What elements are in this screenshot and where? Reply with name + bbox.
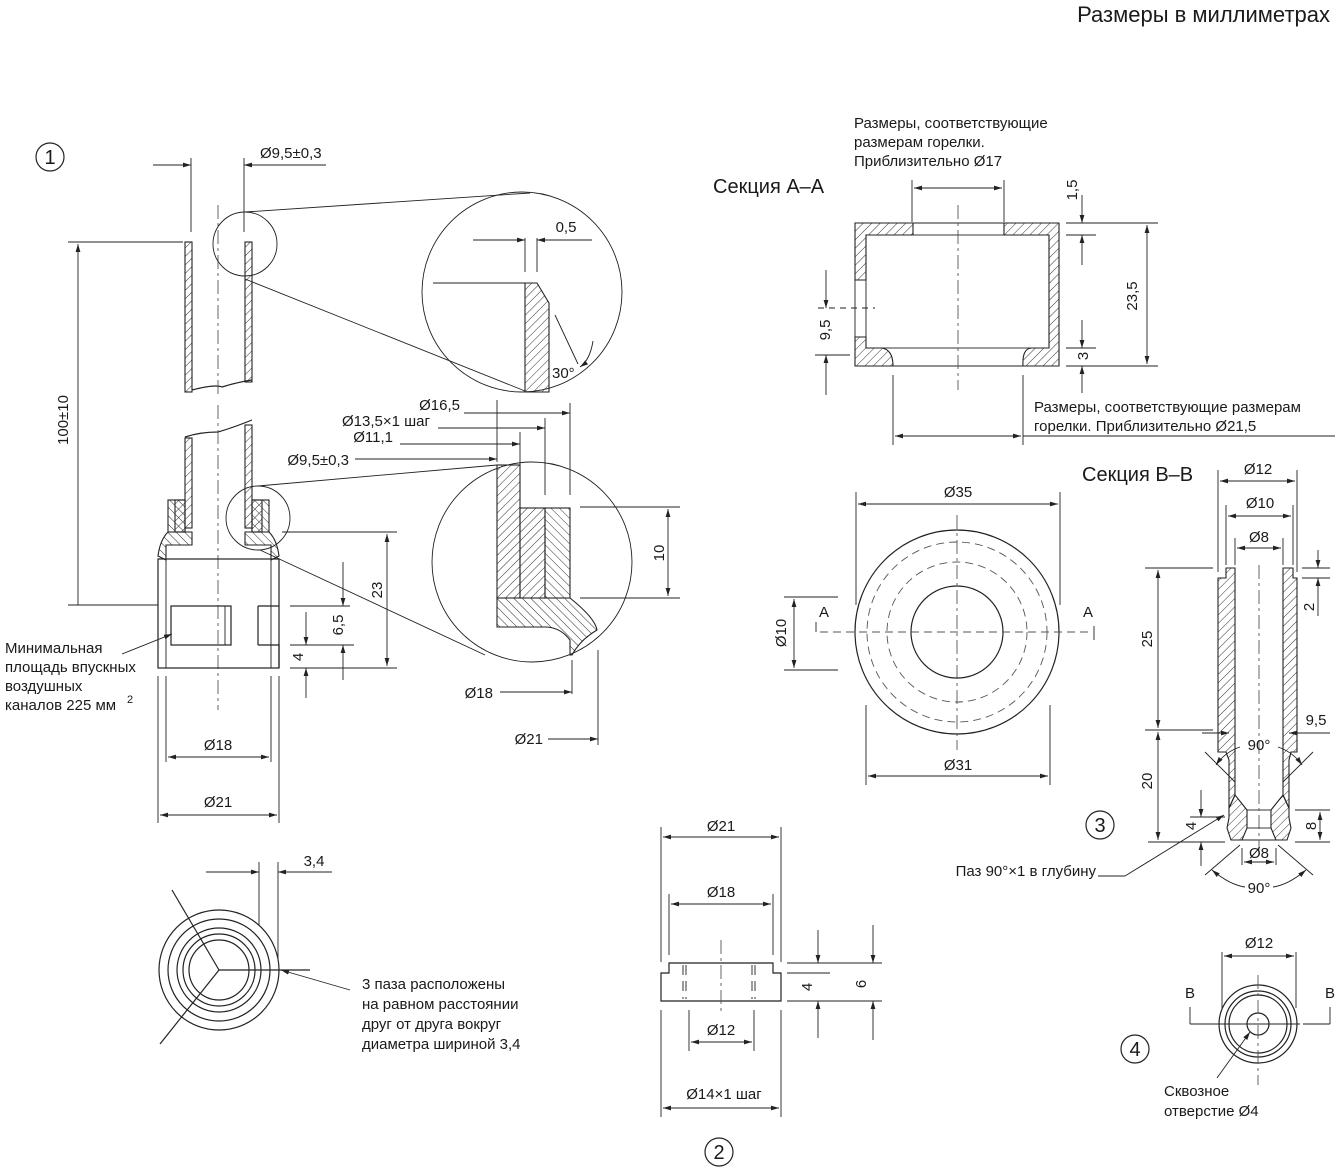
dim-bb-d8-bottom: Ø8: [1249, 845, 1269, 862]
dim-p2-h4: 4: [799, 983, 816, 991]
note-slots-line-3: друг от друга вокруг: [362, 1016, 502, 1033]
dim-d95-b: Ø9,5±0,3: [287, 452, 349, 469]
note-area-superscript: 2: [127, 694, 133, 706]
part-1-marker: [35, 142, 65, 172]
dim-d11: Ø11,1: [353, 429, 393, 446]
dim-aa-h95: 9,5: [817, 320, 834, 341]
dim-tube-dia: Ø9,5±0,3: [260, 145, 322, 162]
detail-bottom: [431, 461, 633, 663]
dim-bb-d8-top: Ø8: [1249, 529, 1269, 546]
tube-wall-left: [184, 241, 193, 393]
dim-d16: Ø16,5: [419, 397, 460, 414]
section-aa: Размеры, соответствующие размерам горелк…: [713, 115, 1335, 445]
dim-p2-thread: Ø14×1 шаг: [686, 1086, 762, 1103]
note-bottom-line-1: Размеры, соответствующие размерам: [1034, 399, 1301, 416]
part-1-end-view: 3,4 3 паза расположены на равном расстоя…: [158, 853, 521, 1053]
dim-bb-h25: 25: [1139, 631, 1156, 648]
note-slots-line-1: 3 паза расположены: [362, 976, 505, 993]
dim-d31: Ø31: [944, 757, 972, 774]
section-aa-title: Секция A–A: [713, 176, 825, 198]
dim-d35: Ø35: [944, 484, 972, 501]
part-4-number: 4: [1129, 1039, 1140, 1061]
dim-bb-h20: 20: [1139, 773, 1156, 790]
washer-profile: [660, 962, 782, 1002]
dim-thread: Ø13,5×1 шаг: [342, 413, 431, 430]
cut-label-b-left: B: [1185, 985, 1195, 1002]
units-note: Размеры в миллиметрах: [1077, 2, 1330, 27]
dim-d21: Ø21: [204, 794, 232, 811]
plan-view: Ø35 A A Ø10 Ø31: [773, 484, 1095, 785]
cut-label-b-right: B: [1325, 985, 1335, 1002]
dim-aa-h235: 23,5: [1124, 281, 1141, 310]
dim-bb-w95: 9,5: [1306, 712, 1327, 729]
cut-label-a-right: A: [1083, 604, 1093, 621]
note-area-line-3: воздушных: [5, 678, 83, 695]
dim-chamfer: 0,5: [556, 219, 577, 236]
dim-aa-h15: 1,5: [1064, 180, 1081, 201]
dim-angle-30: 30°: [552, 365, 575, 382]
dim-aa-h3: 3: [1075, 352, 1092, 360]
dim-bb-angle-top: 90°: [1248, 737, 1271, 754]
dim-h65: 6,5: [330, 615, 347, 636]
note-area-line-2: площадь впускных: [5, 659, 136, 676]
part-2: Ø21 Ø18 Ø12 Ø14×1 шаг 4 6 2: [660, 818, 882, 1167]
dim-bb-d12: Ø12: [1244, 461, 1272, 478]
dim-bb-h4: 4: [1183, 822, 1200, 830]
dim-bb-h8: 8: [1303, 822, 1320, 830]
hole-note-line-1: Сквозное: [1164, 1083, 1229, 1100]
dim-d10: Ø10: [773, 619, 790, 647]
dim-p2-d18: Ø18: [707, 884, 735, 901]
part-3-number: 3: [1094, 815, 1105, 837]
note-area-line-4: каналов 225 мм: [5, 697, 116, 714]
dim-bb-h2: 2: [1301, 603, 1318, 611]
section-bb: Секция B–B Ø12 Ø10 Ø8 25 20 4: [956, 461, 1330, 897]
dim-p2-d12: Ø12: [707, 1022, 735, 1039]
dim-h23: 23: [369, 582, 386, 599]
note-top-line-3: Приблизительно Ø17: [854, 153, 1002, 170]
dim-d21-b: Ø21: [515, 731, 543, 748]
part-1: 1 Ø9,5±0,3 100±10 0,5 30°: [5, 142, 680, 1053]
air-inlet-slot: [170, 605, 232, 646]
cut-label-a-left: A: [819, 604, 829, 621]
hole-note-line-2: отверстие Ø4: [1164, 1103, 1259, 1120]
note-top-line-2: размерам горелки.: [854, 134, 985, 151]
dim-d18: Ø18: [204, 737, 232, 754]
part-3-marker: [1085, 810, 1115, 840]
dim-d18-b: Ø18: [465, 685, 493, 702]
part-4-marker: [1120, 1034, 1150, 1064]
dim-bb-d10: Ø10: [1246, 495, 1274, 512]
dim-length: 100±10: [55, 395, 72, 445]
dim-p4-d12: Ø12: [1245, 935, 1273, 952]
dim-bb-angle-bottom: 90°: [1248, 880, 1271, 897]
detail-top: [421, 191, 623, 393]
part-4: Ø12 B B Сквозное отверстие Ø4 4: [1120, 935, 1335, 1120]
note-slots-line-2: на равном расстоянии: [362, 996, 518, 1013]
part-2-marker: [704, 1137, 734, 1167]
dim-h4: 4: [290, 653, 307, 661]
dim-p2-h6: 6: [853, 980, 870, 988]
groove-note: Паз 90°×1 в глубину: [956, 863, 1097, 880]
note-slots-line-4: диаметра шириной 3,4: [362, 1036, 521, 1053]
note-bottom-line-2: горелки. Приблизительно Ø21,5: [1034, 418, 1256, 435]
note-area-line-1: Минимальная: [5, 640, 103, 657]
note-top-line-1: Размеры, соответствующие: [854, 115, 1048, 132]
dim-slot-width: 3,4: [304, 853, 325, 870]
part-1-number: 1: [44, 147, 55, 169]
dim-h10: 10: [651, 545, 668, 562]
dim-p2-d21: Ø21: [707, 818, 735, 835]
nut-body: [157, 558, 280, 669]
section-bb-title: Секция B–B: [1082, 464, 1193, 486]
part-2-number: 2: [713, 1142, 724, 1164]
